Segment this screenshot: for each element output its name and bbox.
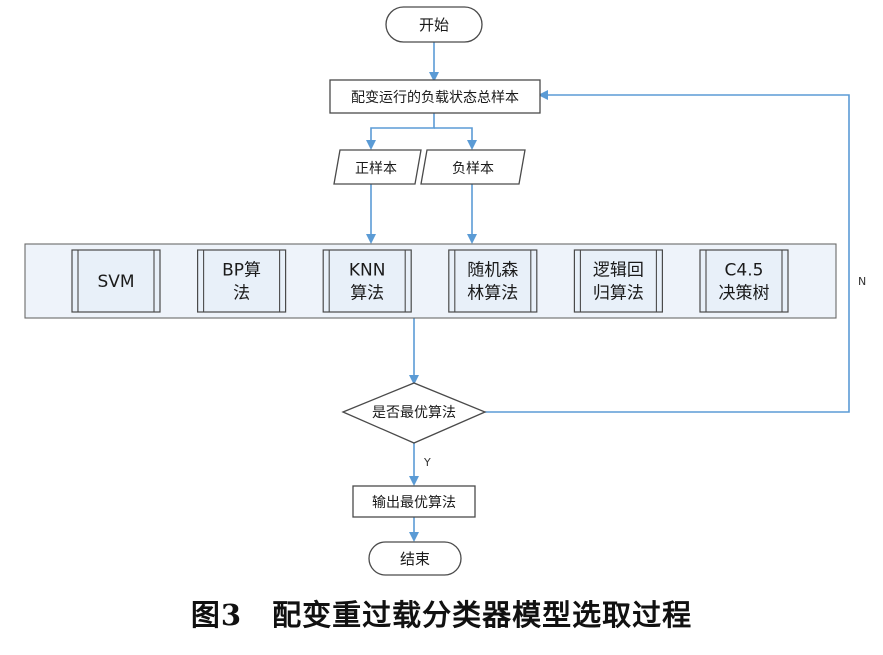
algorithm-name-line1: 随机森 — [467, 261, 518, 281]
no-label: N — [858, 275, 866, 288]
connectors — [366, 42, 850, 542]
figure-title: 配变重过载分类器模型选取过程 — [272, 598, 693, 632]
decision-node: 是否最优算法 — [341, 382, 487, 444]
algorithm-name-line2: 决策树 — [719, 284, 770, 304]
arrow-decision-no-loop — [485, 90, 850, 413]
algorithm-box: KNN 算法 — [322, 249, 412, 313]
figure-caption: 图3 配变重过载分类器模型选取过程 — [0, 592, 883, 634]
negative-label: 负样本 — [452, 161, 494, 177]
start-label: 开始 — [419, 16, 449, 34]
yes-label: Y — [423, 456, 431, 469]
output-node: 输出最优算法 — [352, 485, 476, 518]
end-node: 结束 — [368, 541, 462, 576]
positive-samples-node: 正样本 — [333, 149, 422, 185]
end-label: 结束 — [400, 550, 430, 568]
figure-number: 图3 — [190, 598, 243, 632]
algorithm-box: SVM — [71, 249, 161, 313]
algorithm-name-line2: 归算法 — [593, 284, 644, 304]
decision-label: 是否最优算法 — [372, 405, 456, 421]
algorithm-name-line1: BP算 — [222, 261, 261, 281]
algorithm-name-line2: 法 — [233, 284, 250, 304]
algorithm-name-line2: 林算法 — [467, 284, 518, 304]
samples-label: 配变运行的负载状态总样本 — [351, 90, 519, 106]
algorithm-name-line1: 逻辑回 — [593, 261, 644, 281]
arrow-samples-to-positive — [366, 113, 435, 150]
algorithm-name-line1: KNN — [349, 261, 386, 281]
algorithm-name-line2: 算法 — [350, 284, 384, 304]
algorithm-box: C4.5 决策树 — [699, 249, 789, 313]
output-label: 输出最优算法 — [372, 495, 456, 511]
algorithm-name-line1: SVM — [97, 272, 134, 292]
samples-node: 配变运行的负载状态总样本 — [329, 79, 541, 114]
algorithm-name-line1: C4.5 — [725, 261, 764, 281]
positive-label: 正样本 — [355, 161, 397, 177]
negative-samples-node: 负样本 — [420, 149, 526, 185]
arrow-samples-to-negative — [434, 127, 477, 150]
start-node: 开始 — [385, 6, 483, 43]
